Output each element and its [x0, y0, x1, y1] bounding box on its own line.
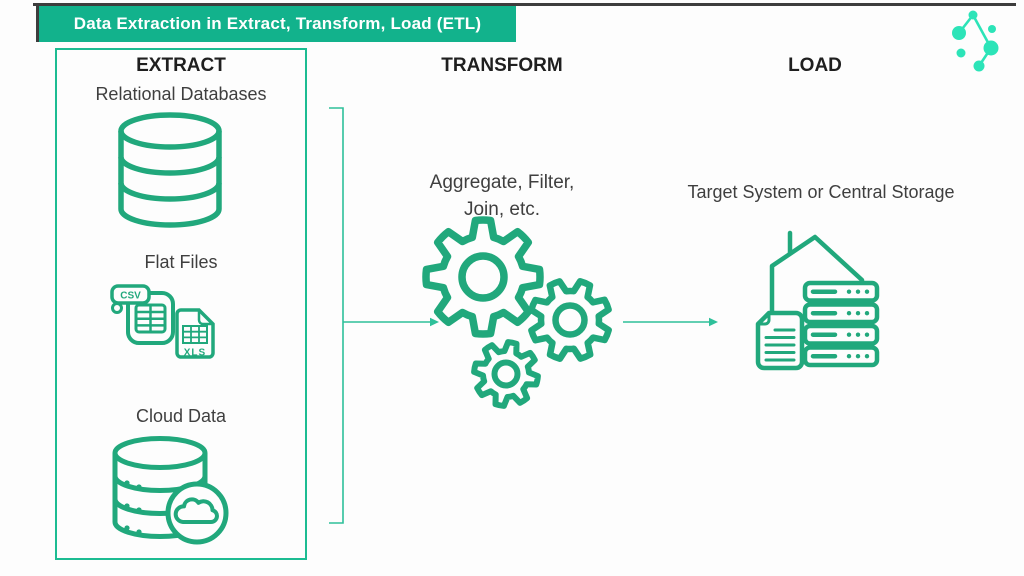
load-caption: Target System or Central Storage [687, 182, 955, 202]
xls-file-icon: XLS [175, 308, 215, 359]
gear-medium-icon [528, 278, 612, 362]
top-divider-line [33, 3, 1016, 6]
flat-files-icon: CSV XLS [110, 284, 215, 359]
relational-databases-label: Relational Databases [95, 84, 267, 104]
gear-large-icon [422, 216, 544, 338]
title-banner: Data Extraction in Extract, Transform, L… [36, 6, 516, 42]
transform-caption-line2: Join, etc. [463, 199, 541, 220]
gears-icon [422, 216, 612, 409]
transform-header: TRANSFORM [441, 55, 563, 76]
extract-bracket [329, 107, 344, 524]
cloud-data-label: Cloud Data [135, 406, 227, 426]
arrow-transform-to-load-icon [623, 317, 718, 327]
extract-header: EXTRACT [136, 55, 226, 76]
connected-dots-logo-icon [952, 10, 999, 72]
database-icon [118, 112, 222, 228]
gear-small-icon [471, 339, 541, 409]
extract-column-box [55, 48, 307, 560]
cloud-database-icon [112, 436, 229, 545]
csv-file-icon: CSV [110, 284, 175, 345]
flat-files-label: Flat Files [144, 252, 218, 272]
house-server-document-icon [755, 230, 880, 371]
load-header: LOAD [788, 55, 842, 76]
cloud-icon [173, 497, 219, 524]
server-rack-icon [802, 280, 880, 368]
page-title: Data Extraction in Extract, Transform, L… [73, 14, 482, 33]
xls-badge: XLS [184, 348, 206, 359]
document-icon [755, 310, 805, 371]
transform-caption: Aggregate, Filter, Join, etc. [392, 169, 612, 223]
csv-badge: CSV [120, 291, 141, 302]
transform-caption-line1: Aggregate, Filter, [429, 172, 575, 193]
